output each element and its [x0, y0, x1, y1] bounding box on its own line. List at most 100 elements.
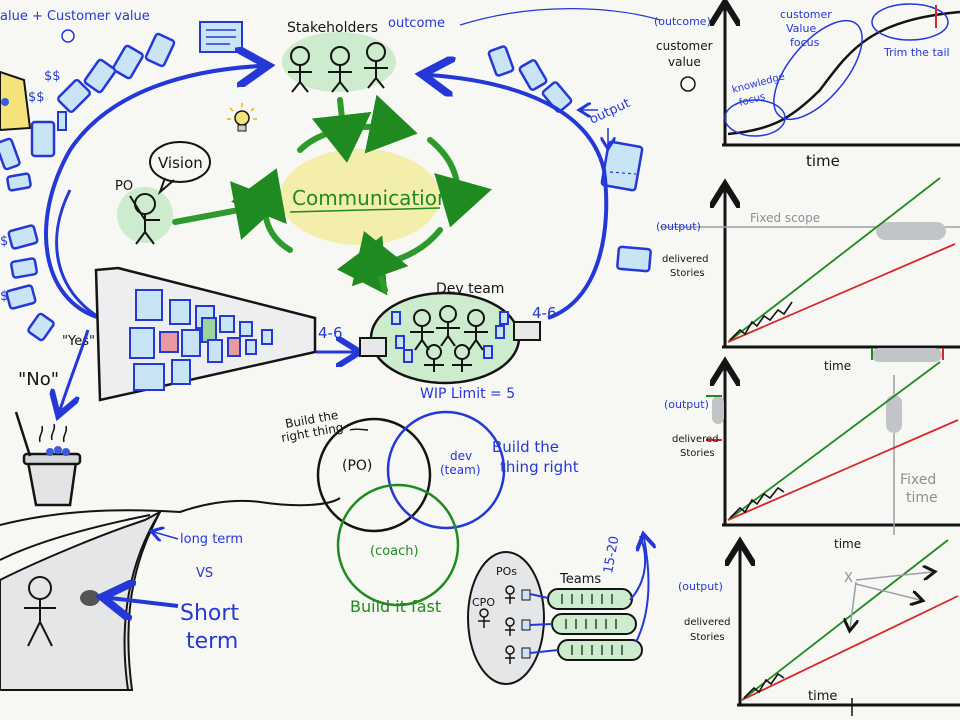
trash-can-icon — [14, 411, 82, 507]
sticky-note — [57, 111, 67, 131]
graph1-value-focus-label: Value — [786, 22, 816, 35]
graph1-xlabel: time — [806, 152, 840, 170]
communication-spokes — [172, 97, 409, 293]
communication-label: Communication — [292, 186, 450, 210]
flow-out-label: 4-6 — [532, 304, 557, 322]
graph3-output-band — [712, 396, 724, 424]
graph4-ylabel: Stories — [690, 632, 725, 643]
communication-underline — [289, 207, 441, 213]
venn-po-circle — [316, 417, 432, 533]
team-link — [529, 649, 559, 654]
graph2-fixed-scope-label: Fixed scope — [750, 211, 820, 225]
teams-label: Teams — [559, 572, 601, 587]
venn-team-circle — [386, 410, 506, 530]
flow-in-label: 4-6 — [318, 324, 343, 342]
short-term-arrow — [110, 598, 179, 606]
graph1-value-curve — [727, 10, 960, 136]
build-thing-right-label: thing right — [500, 458, 579, 476]
short-term-label: Short — [180, 601, 239, 626]
person-on-road-icon — [24, 576, 56, 647]
team-link — [529, 623, 553, 626]
graph4-gray-arrow — [850, 581, 856, 628]
graph2-ylabel: delivered — [662, 254, 709, 265]
dev-team-label: Dev team — [436, 281, 504, 297]
output-notes — [487, 45, 652, 273]
yellow-note-icon — [0, 70, 32, 132]
value-customer-text: alue + Customer value — [0, 9, 150, 24]
graph4-red-line — [741, 595, 959, 701]
graph3-red-line — [727, 419, 959, 521]
backlog-in-arrow — [55, 189, 101, 320]
graph1-ylabel: value — [668, 55, 701, 69]
wip-limit-label: WIP Limit = 5 — [420, 386, 515, 402]
vs-label: VS — [196, 566, 213, 581]
team-members — [561, 594, 623, 655]
graph2-output-label: (output) — [656, 220, 701, 233]
graph4-actual-progress — [743, 672, 785, 699]
dev-team-output-pipe — [513, 321, 541, 341]
graph1-smiley-icon — [680, 76, 696, 92]
graph2-time-band — [872, 348, 942, 362]
smiley-icon — [61, 29, 75, 43]
graph4-ylabel: delivered — [684, 617, 731, 628]
graph4-x-mark: X — [844, 571, 853, 586]
outcome-label: outcome — [388, 16, 445, 31]
pothole-icon — [80, 590, 100, 606]
graph1-trim-label: Trim the tail — [883, 46, 950, 59]
graph1-value-focus-label: customer — [780, 8, 832, 21]
stakeholder-person-icon — [288, 42, 388, 93]
team-pods — [547, 588, 643, 661]
graph1-value-focus-label: focus — [790, 36, 820, 49]
dollar-label: $$ — [44, 69, 61, 84]
graph3-output-label: (output) — [664, 398, 709, 411]
document-icon — [199, 21, 243, 53]
graph3-ylabel: delivered — [672, 434, 719, 445]
venn-coach-circle — [336, 483, 460, 607]
pos-label: POs — [496, 565, 517, 578]
team-link — [529, 593, 549, 599]
vision-bubble-tail — [157, 177, 175, 196]
graph2-xlabel: time — [824, 359, 851, 373]
dollar-label: $$ — [28, 90, 45, 105]
build-right-thing-arrow — [349, 428, 369, 431]
graph2-ylabel: Stories — [670, 268, 705, 279]
dev-team-input-pipe — [359, 337, 387, 357]
graph3-time-band — [886, 395, 902, 433]
graph1-trim-tail — [871, 3, 949, 41]
po-stick-figures — [478, 585, 515, 664]
yes-label: "Yes" — [62, 334, 95, 349]
scaling-brace — [630, 536, 648, 643]
output-label: output — [587, 96, 632, 128]
horizon-line — [0, 497, 341, 526]
dollar-label: $ — [0, 234, 8, 249]
dev-team-members — [410, 305, 488, 372]
vision-speech-bubble — [149, 141, 211, 183]
po-person-icon — [129, 193, 160, 245]
outcome-line — [459, 8, 661, 26]
road-edge — [0, 514, 151, 561]
venn-po-label: (PO) — [342, 458, 372, 474]
venn-coach-label: (coach) — [370, 544, 419, 559]
venn-dev-label: dev — [450, 449, 472, 463]
output-loop-arrow — [430, 75, 609, 320]
graph3-fixed-label: time — [906, 490, 938, 506]
scaling-range-label: 15-20 — [601, 535, 622, 575]
build-thing-right-label: Build the — [492, 438, 559, 456]
graph1-knowledge-label: focus — [738, 91, 767, 109]
reject-arrow — [60, 329, 90, 410]
cpo-label: CPO — [472, 596, 495, 609]
graph1-outcome-label: (outcome) — [654, 15, 711, 28]
graph2-actual-progress — [729, 301, 793, 341]
feedback-loop-arrow — [44, 66, 260, 320]
po-notes — [521, 589, 531, 659]
communication-cloud — [280, 149, 440, 245]
short-term-label: term — [186, 629, 238, 654]
lightbulb-icon — [227, 103, 257, 132]
graph4-gray-arrow — [855, 572, 932, 581]
graph4-xlabel: time — [808, 689, 837, 704]
graph4-output-label: (output) — [678, 580, 723, 593]
build-fast-label: Build it fast — [350, 597, 441, 616]
stakeholders-label: Stakeholders — [287, 20, 378, 36]
graph1-knowledge-focus — [724, 99, 786, 137]
